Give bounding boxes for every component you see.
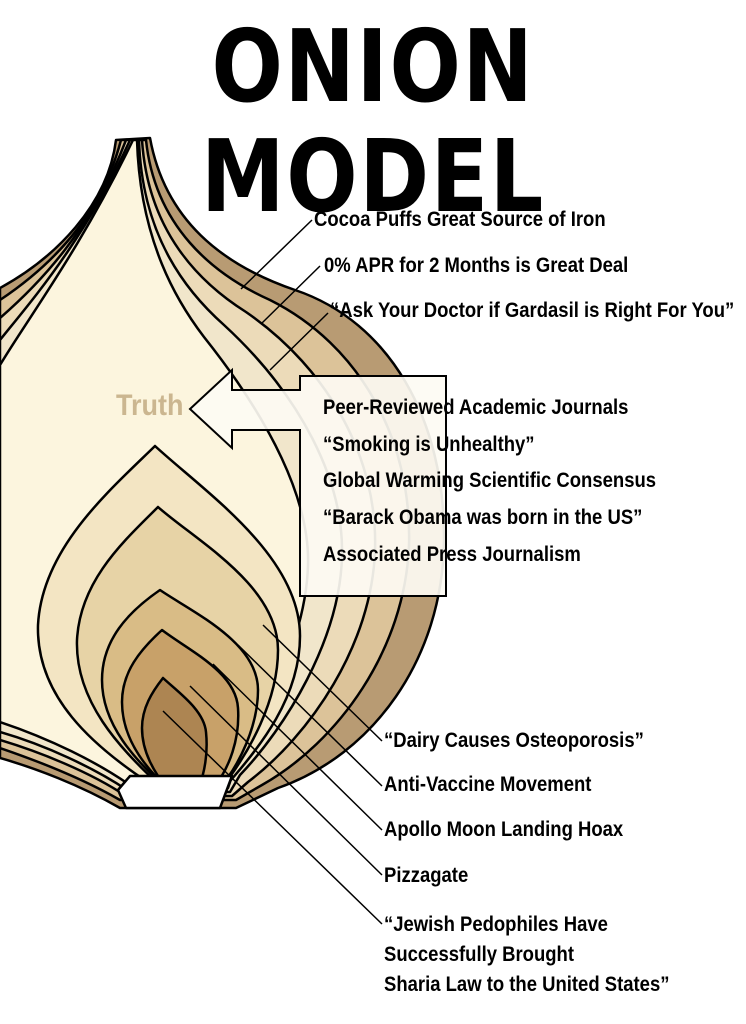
leader-line-bottom-3: [212, 663, 383, 831]
label-anti-vaccine: Anti-Vaccine Movement: [384, 773, 592, 796]
leader-line-bottom-4: [189, 685, 383, 876]
truth-item-obama: “Barack Obama was born in the US”: [323, 506, 643, 530]
leader-line-top-3: [269, 312, 329, 371]
truth-item-global-warming: Global Warming Scientific Consensus: [323, 469, 657, 493]
label-sharia-line-1: “Jewish Pedophiles Have: [384, 913, 608, 936]
truth-callout: [188, 367, 447, 597]
list-item: “Barack Obama was born in the US”: [323, 506, 701, 543]
list-item: Global Warming Scientific Consensus: [323, 469, 701, 506]
leader-line-bottom-1: [262, 624, 383, 742]
truth-callout-arrow: [188, 367, 447, 597]
label-dairy: “Dairy Causes Osteoporosis”: [384, 729, 644, 752]
leader-line-top-2: [261, 265, 321, 324]
label-zero-apr: 0% APR for 2 Months is Great Deal: [324, 254, 629, 277]
truth-item-ap: Associated Press Journalism: [323, 542, 581, 566]
label-moon-landing: Apollo Moon Landing Hoax: [384, 818, 624, 841]
label-sharia-line-3: Sharia Law to the United States”: [384, 973, 670, 996]
leader-line-bottom-2: [237, 644, 383, 787]
leader-line-top-1: [240, 219, 313, 290]
label-gardasil: “Ask Your Doctor if Gardasil is Right Fo…: [330, 299, 735, 322]
truth-label: Truth: [116, 389, 184, 422]
list-item: Peer-Reviewed Academic Journals: [323, 396, 701, 433]
label-sharia-line-2: Successfully Brought: [384, 943, 574, 966]
truth-item-smoking: “Smoking is Unhealthy”: [323, 432, 535, 456]
label-pizzagate: Pizzagate: [384, 864, 469, 887]
truth-item-journals: Peer-Reviewed Academic Journals: [323, 396, 629, 419]
list-item: “Smoking is Unhealthy”: [323, 433, 701, 470]
onion-base-disc: [116, 774, 234, 810]
truth-list: Peer-Reviewed Academic Journals “Smoking…: [323, 396, 701, 579]
list-item: Associated Press Journalism: [323, 543, 701, 580]
label-sharia-claim: “Jewish Pedophiles Have Successfully Bro…: [384, 913, 708, 1003]
leader-line-bottom-5: [162, 710, 383, 925]
label-cocoa-puffs: Cocoa Puffs Great Source of Iron: [314, 208, 606, 231]
page-title: ONION MODEL: [200, 8, 546, 235]
